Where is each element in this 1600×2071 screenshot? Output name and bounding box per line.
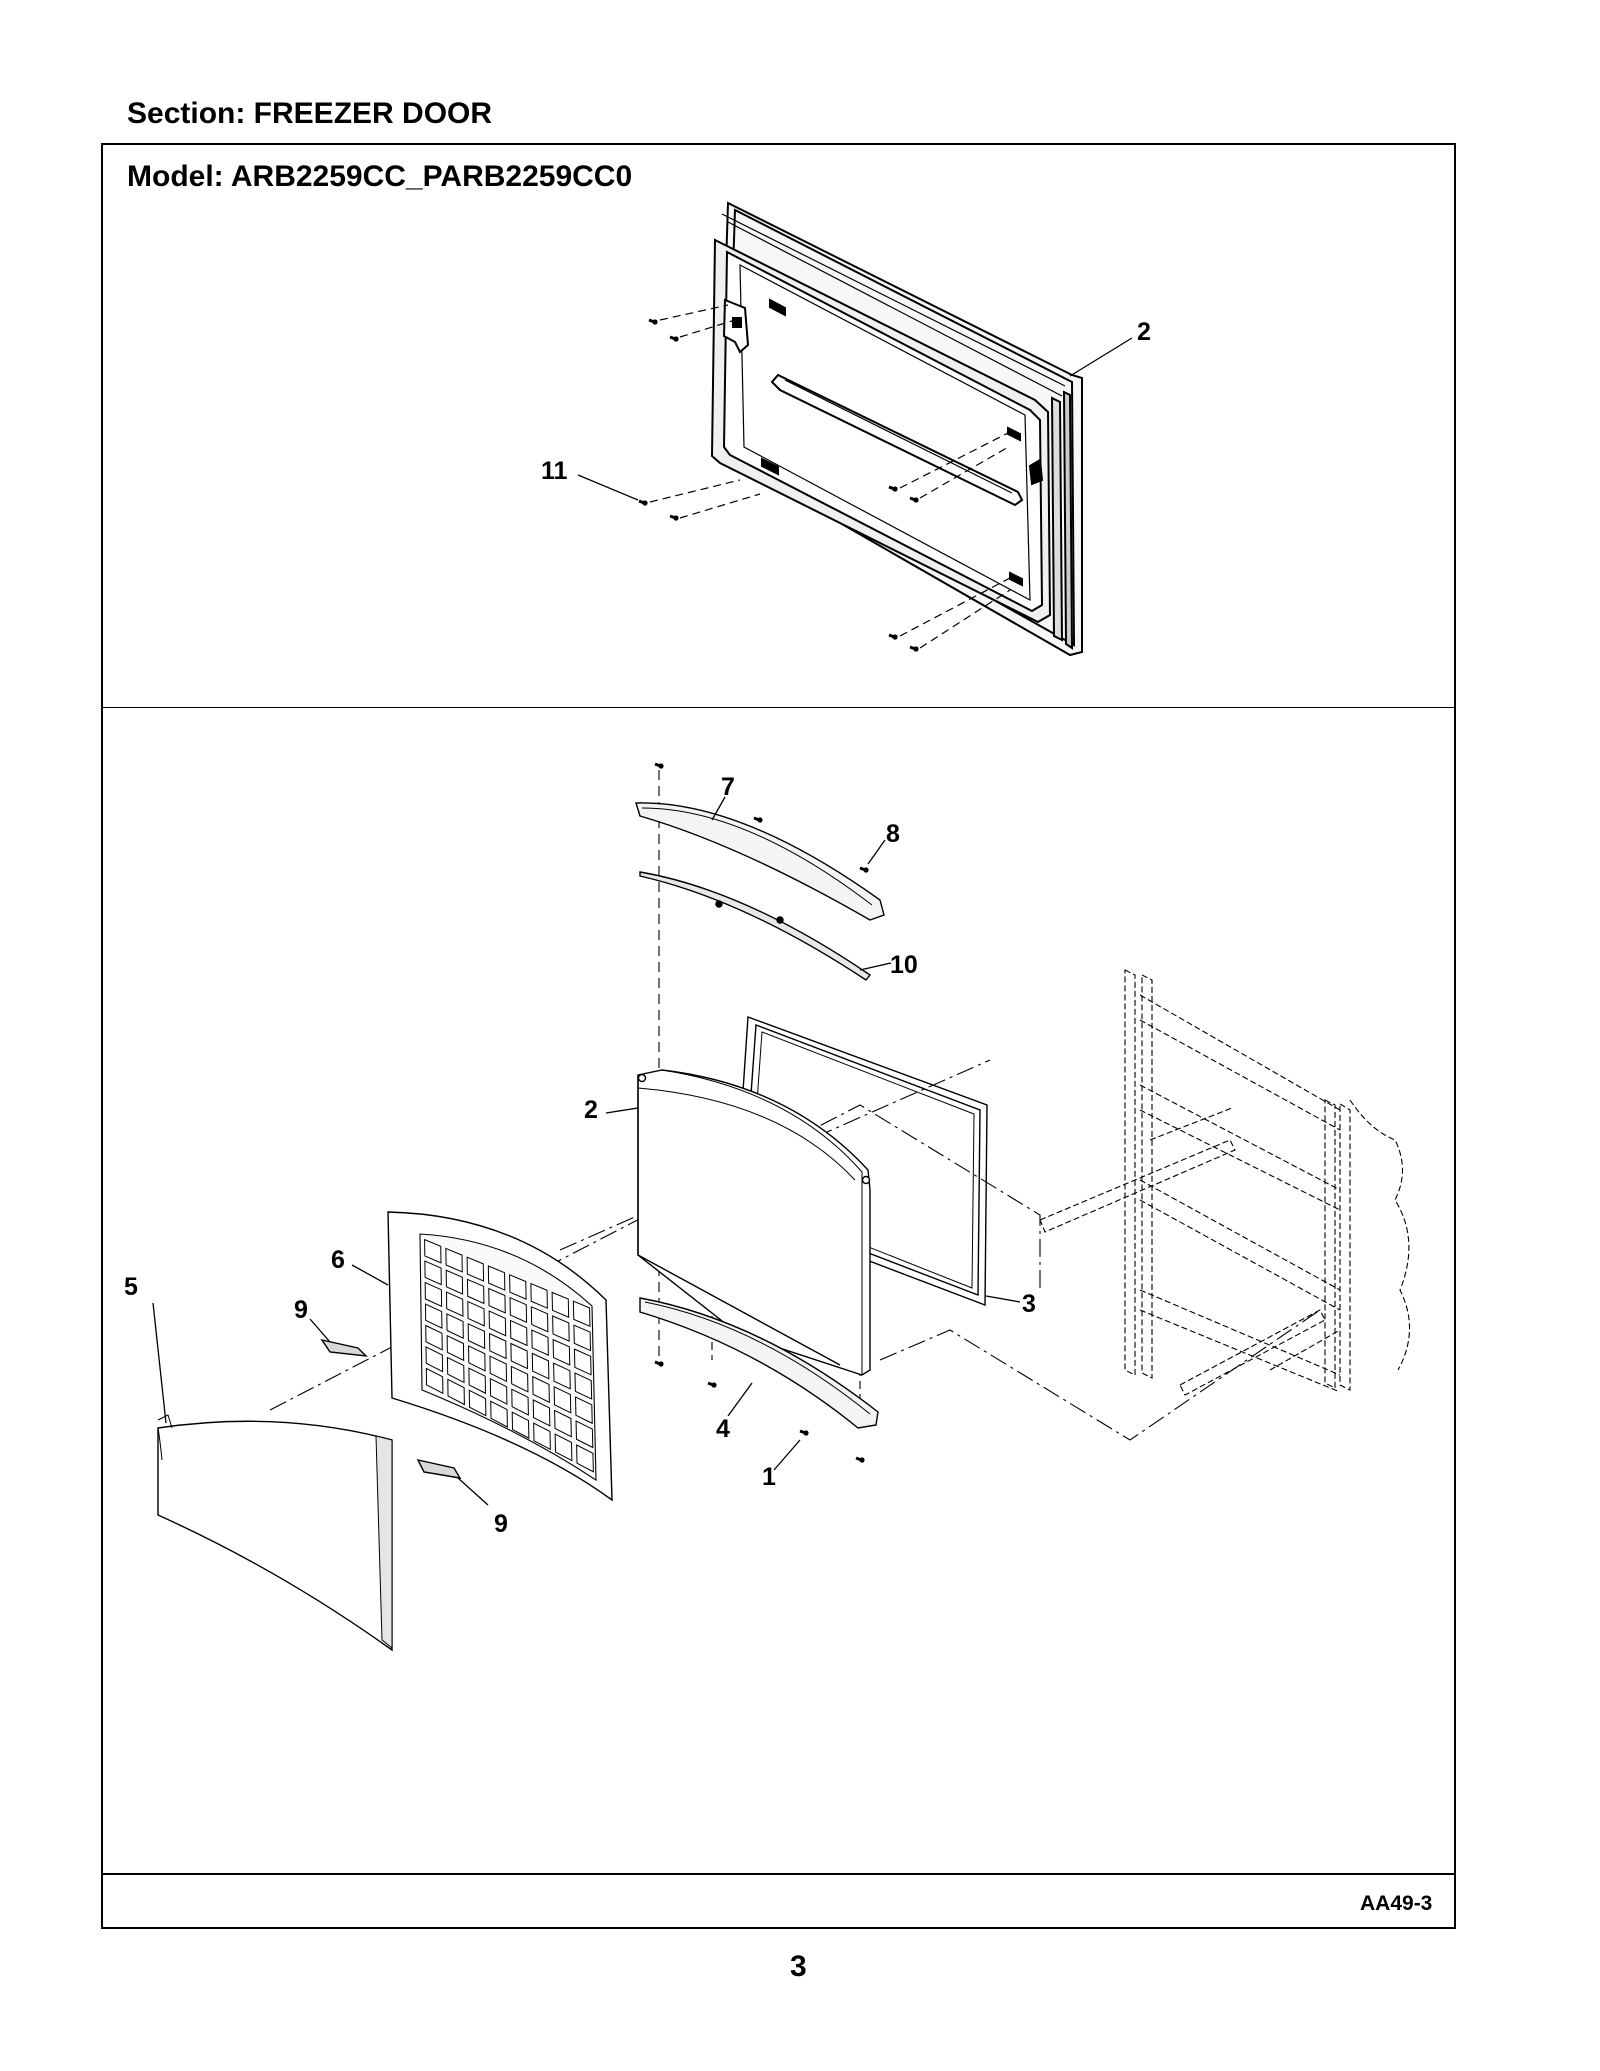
callout-6: 6 xyxy=(331,1246,345,1274)
freezer-door-inner xyxy=(649,201,1083,657)
callout-2-top: 2 xyxy=(1137,318,1151,346)
callout-9-lower: 9 xyxy=(494,1510,508,1538)
grid-cell xyxy=(531,1329,549,1356)
grid-cell xyxy=(510,1342,529,1370)
grid-cell xyxy=(445,1269,464,1295)
grid-cell xyxy=(511,1388,529,1416)
grid-cell xyxy=(446,1334,465,1362)
grid-cell xyxy=(468,1389,487,1417)
grid-cell xyxy=(490,1400,508,1428)
grid-cell xyxy=(510,1365,529,1393)
grid-cell xyxy=(574,1372,593,1400)
grid-cell xyxy=(576,1444,594,1473)
callout-8: 8 xyxy=(886,820,900,848)
frame-divider-top xyxy=(101,707,1456,708)
grid-cell xyxy=(575,1420,594,1449)
grid-cells xyxy=(424,1238,594,1473)
grid-cell xyxy=(489,1377,508,1405)
grid-cell xyxy=(467,1322,486,1350)
grid-cell xyxy=(552,1315,570,1342)
grid-cell xyxy=(424,1238,442,1264)
grid-cell xyxy=(466,1256,485,1282)
grid-cell xyxy=(487,1265,506,1291)
grid-cell xyxy=(554,1409,572,1438)
grid-cell xyxy=(573,1324,592,1352)
handle-top xyxy=(635,802,885,921)
grid-cell xyxy=(446,1356,465,1384)
grid-cell xyxy=(446,1313,464,1339)
grid-cell xyxy=(424,1281,443,1308)
grid-cell xyxy=(553,1362,571,1390)
callout-7: 7 xyxy=(721,773,735,801)
frame-border xyxy=(101,143,1456,1929)
grid-cell xyxy=(466,1278,485,1305)
grid-cell xyxy=(509,1274,527,1300)
grid-cell xyxy=(530,1282,548,1309)
handle-bottom xyxy=(639,1297,879,1429)
grid-cell xyxy=(468,1345,486,1372)
front-panel xyxy=(157,1414,393,1652)
grid-cell xyxy=(424,1303,443,1329)
grid-cell xyxy=(553,1386,572,1414)
callout-11: 11 xyxy=(541,457,568,485)
diagram-code: AA49-3 xyxy=(1360,1892,1433,1915)
grid-cell xyxy=(425,1367,444,1395)
clip-lower xyxy=(416,1458,462,1479)
grid-cell xyxy=(573,1348,592,1376)
grid-cell xyxy=(533,1422,551,1451)
callout-10: 10 xyxy=(890,951,918,979)
grid-cell xyxy=(424,1260,442,1286)
grid-cell xyxy=(488,1310,507,1337)
callout-2-front: 2 xyxy=(584,1096,598,1124)
model-label: Model: ARB2259CC_PARB2259CC0 xyxy=(127,160,633,193)
grid-cell xyxy=(425,1324,443,1351)
slide-rail-assembly xyxy=(1039,969,1411,1396)
grid-cell xyxy=(531,1352,550,1380)
grid-cell xyxy=(468,1367,486,1395)
grid-cell xyxy=(575,1396,593,1425)
grid-cell xyxy=(552,1338,571,1366)
grid-cell xyxy=(425,1346,444,1373)
section-title: Section: FREEZER DOOR xyxy=(127,97,493,130)
grid-cell xyxy=(467,1300,485,1327)
clip-upper xyxy=(320,1338,368,1357)
grid-cell xyxy=(509,1319,528,1347)
grid-cell xyxy=(445,1247,463,1273)
drawer-door-front xyxy=(637,1069,871,1376)
grid-cell xyxy=(530,1306,549,1333)
grid-cell xyxy=(447,1378,465,1406)
grid-cell xyxy=(445,1291,464,1317)
callout-5: 5 xyxy=(124,1273,138,1301)
grid-cell xyxy=(532,1399,551,1427)
frame-divider-bottom xyxy=(101,1873,1456,1875)
callout-1: 1 xyxy=(762,1463,776,1491)
grid-cell xyxy=(572,1300,591,1328)
grid-cell xyxy=(532,1375,550,1404)
trim-strip xyxy=(639,871,872,981)
callout-9-upper: 9 xyxy=(294,1296,308,1324)
grid-cell xyxy=(489,1332,507,1360)
grid-cell xyxy=(554,1433,573,1462)
grid-cell xyxy=(551,1291,570,1318)
callout-4: 4 xyxy=(716,1415,730,1443)
callout-3: 3 xyxy=(1022,1290,1036,1318)
grid-cell xyxy=(488,1287,506,1314)
grid-cell xyxy=(511,1411,530,1439)
page-number: 3 xyxy=(790,1950,807,1983)
grid-cell xyxy=(489,1355,508,1383)
grid-cell xyxy=(509,1296,528,1324)
